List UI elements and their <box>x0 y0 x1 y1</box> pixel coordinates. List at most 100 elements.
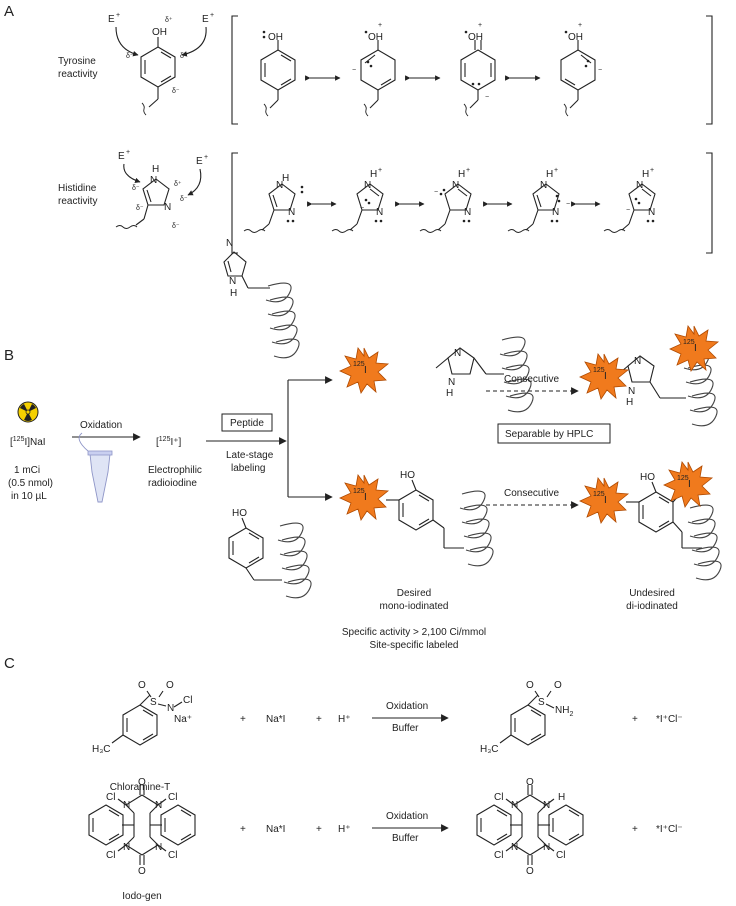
reagent-info-line3: in 10 µL <box>11 491 47 502</box>
histidine-resonance-1 <box>243 183 304 233</box>
di-his-n: N <box>634 356 641 367</box>
h-plus-c2: H⁺ <box>338 824 351 835</box>
tyrosine-electrophile-left-charge: + <box>116 12 120 19</box>
undesired-line1: Undesired <box>629 588 675 599</box>
sulfonamide-so-bond-2 <box>546 690 552 698</box>
his-res3-minus: − <box>434 189 438 196</box>
his-res4-h: H <box>546 169 553 180</box>
chloramine-so-bond-1 <box>146 690 152 698</box>
species-desc-line1: Electrophilic <box>148 465 202 476</box>
iodogen-structure <box>88 785 196 865</box>
iodogen-cl-3: Cl <box>106 850 115 861</box>
iodogen-product-cl-3: Cl <box>494 850 503 861</box>
plus-c3: + <box>632 714 638 725</box>
mono-his-product <box>435 336 534 413</box>
chloramine-so-bond-2 <box>158 690 164 698</box>
product-ion-c2: *I⁺Cl⁻ <box>656 824 683 835</box>
his-res2-n3: N <box>376 207 383 218</box>
iodogen-cl-4: Cl <box>168 850 177 861</box>
consecutive-label-bottom: Consecutive <box>504 488 559 499</box>
panel-label-c: C <box>4 655 15 672</box>
his-res1-h: H <box>282 173 289 184</box>
tyr-peptide-ho: HO <box>232 508 247 519</box>
tyr-peptide-start <box>228 517 312 599</box>
chloramine-s: S <box>150 697 157 708</box>
di-tyr-product <box>626 481 722 581</box>
histidine-label-line2: reactivity <box>58 196 97 207</box>
sulfonamide-h3c: H₃C <box>480 744 499 755</box>
tyrosine-delta-plus: δ⁺ <box>165 17 173 24</box>
tyrosine-attack-arrow-left <box>115 26 139 57</box>
tyrosine-res4-minus: − <box>598 67 602 74</box>
his-res1-n1: N <box>276 180 283 191</box>
di-tyr-iodine2: I <box>688 479 691 490</box>
di-his-iodine2: I <box>694 343 697 354</box>
mono-his-nh-h: H <box>446 388 453 399</box>
his-res3-plus: + <box>466 167 470 174</box>
reagent-info-line1: 1 mCi <box>14 465 40 476</box>
species-desc-line2: radioiodine <box>148 478 197 489</box>
histidine-n3: N <box>164 202 171 213</box>
oxidation-label-b: Oxidation <box>80 420 122 431</box>
mono-his-nh-n: N <box>448 377 455 388</box>
sulfonamide-s: S <box>538 697 545 708</box>
tyrosine-bracket-left <box>231 15 238 125</box>
radioactive-icon <box>17 401 39 423</box>
tyrosine-delta-minus-left: δ⁻ <box>126 53 134 60</box>
iodogen-product-n-1: N <box>511 800 518 811</box>
histidine-attack-arrow-left <box>123 163 141 184</box>
buffer-label-c1: Buffer <box>392 723 419 734</box>
plus-c1: + <box>240 714 246 725</box>
di-his-iodine2-sup: 125 <box>683 339 695 346</box>
tyrosine-label-line2: reactivity <box>58 69 97 80</box>
his-res4-n1: N <box>540 180 547 191</box>
undesired-line2: di-iodinated <box>626 601 678 612</box>
histidine-delta-plus: δ⁺ <box>174 181 182 188</box>
chloramine-cl: Cl <box>183 695 192 706</box>
panel-label-a: A <box>4 3 14 20</box>
iodogen-o-bottom: O <box>138 866 146 877</box>
plus-c2: + <box>316 714 322 725</box>
histidine-resonance-4 <box>507 183 561 233</box>
iodogen-cl-1: Cl <box>106 792 115 803</box>
mono-his-iodine: I <box>364 365 367 376</box>
his-res5-h: H <box>642 169 649 180</box>
desired-line1: Desired <box>397 588 431 599</box>
oxidation-label-c2: Oxidation <box>386 811 428 822</box>
his-res4-plus: + <box>554 167 558 174</box>
tyrosine-oh: OH <box>152 27 167 38</box>
sulfonamide-o1: O <box>526 680 534 691</box>
his-res4-n3: N <box>552 207 559 218</box>
his-res2-minus: − <box>360 205 364 212</box>
his-res3-n1: N <box>452 180 459 191</box>
histidine-electrophile-left: E <box>118 151 125 162</box>
specific-activity-line2: Site-specific labeled <box>370 640 459 651</box>
electrophilic-species-label: [125I⁺] <box>156 436 182 448</box>
tyrosine-resonance-1 <box>260 30 296 117</box>
iodogen-n-1: N <box>123 800 130 811</box>
iodogen-cl-2: Cl <box>168 792 177 803</box>
his-res5-n1: N <box>636 180 643 191</box>
tyrosine-res3-plus: + <box>478 22 482 29</box>
histidine-delta-minus-c5: δ⁻ <box>136 205 144 212</box>
iodogen-product-cl-4: Cl <box>556 850 565 861</box>
sulfonamide-o2: O <box>554 680 562 691</box>
eppendorf-tube-icon <box>78 432 113 503</box>
iodogen-product-n-2: N <box>543 800 550 811</box>
histidine-attack-arrow-right <box>187 168 202 196</box>
tyrosine-res3-minus: − <box>485 94 489 101</box>
his-res1-n3: N <box>288 207 295 218</box>
di-tyr-iodine1-sup: 125 <box>593 491 605 498</box>
tyrosine-attack-arrow-right <box>181 26 207 57</box>
di-his-nh-h: H <box>626 397 633 408</box>
tyrosine-res2-oh: OH <box>368 32 383 43</box>
tyrosine-res2-plus: + <box>378 22 382 29</box>
tyrosine-res1-oh: OH <box>268 32 283 43</box>
histidine-electrophile-left-charge: + <box>126 149 130 156</box>
di-tyr-ho: HO <box>640 472 655 483</box>
chloramine-na: Na⁺ <box>174 714 192 725</box>
iodogen-o-top: O <box>138 777 146 788</box>
tyrosine-delta-minus-para: δ⁻ <box>172 88 180 95</box>
his-res5-n3: N <box>648 207 655 218</box>
iodogen-name: Iodo-gen <box>122 891 161 902</box>
